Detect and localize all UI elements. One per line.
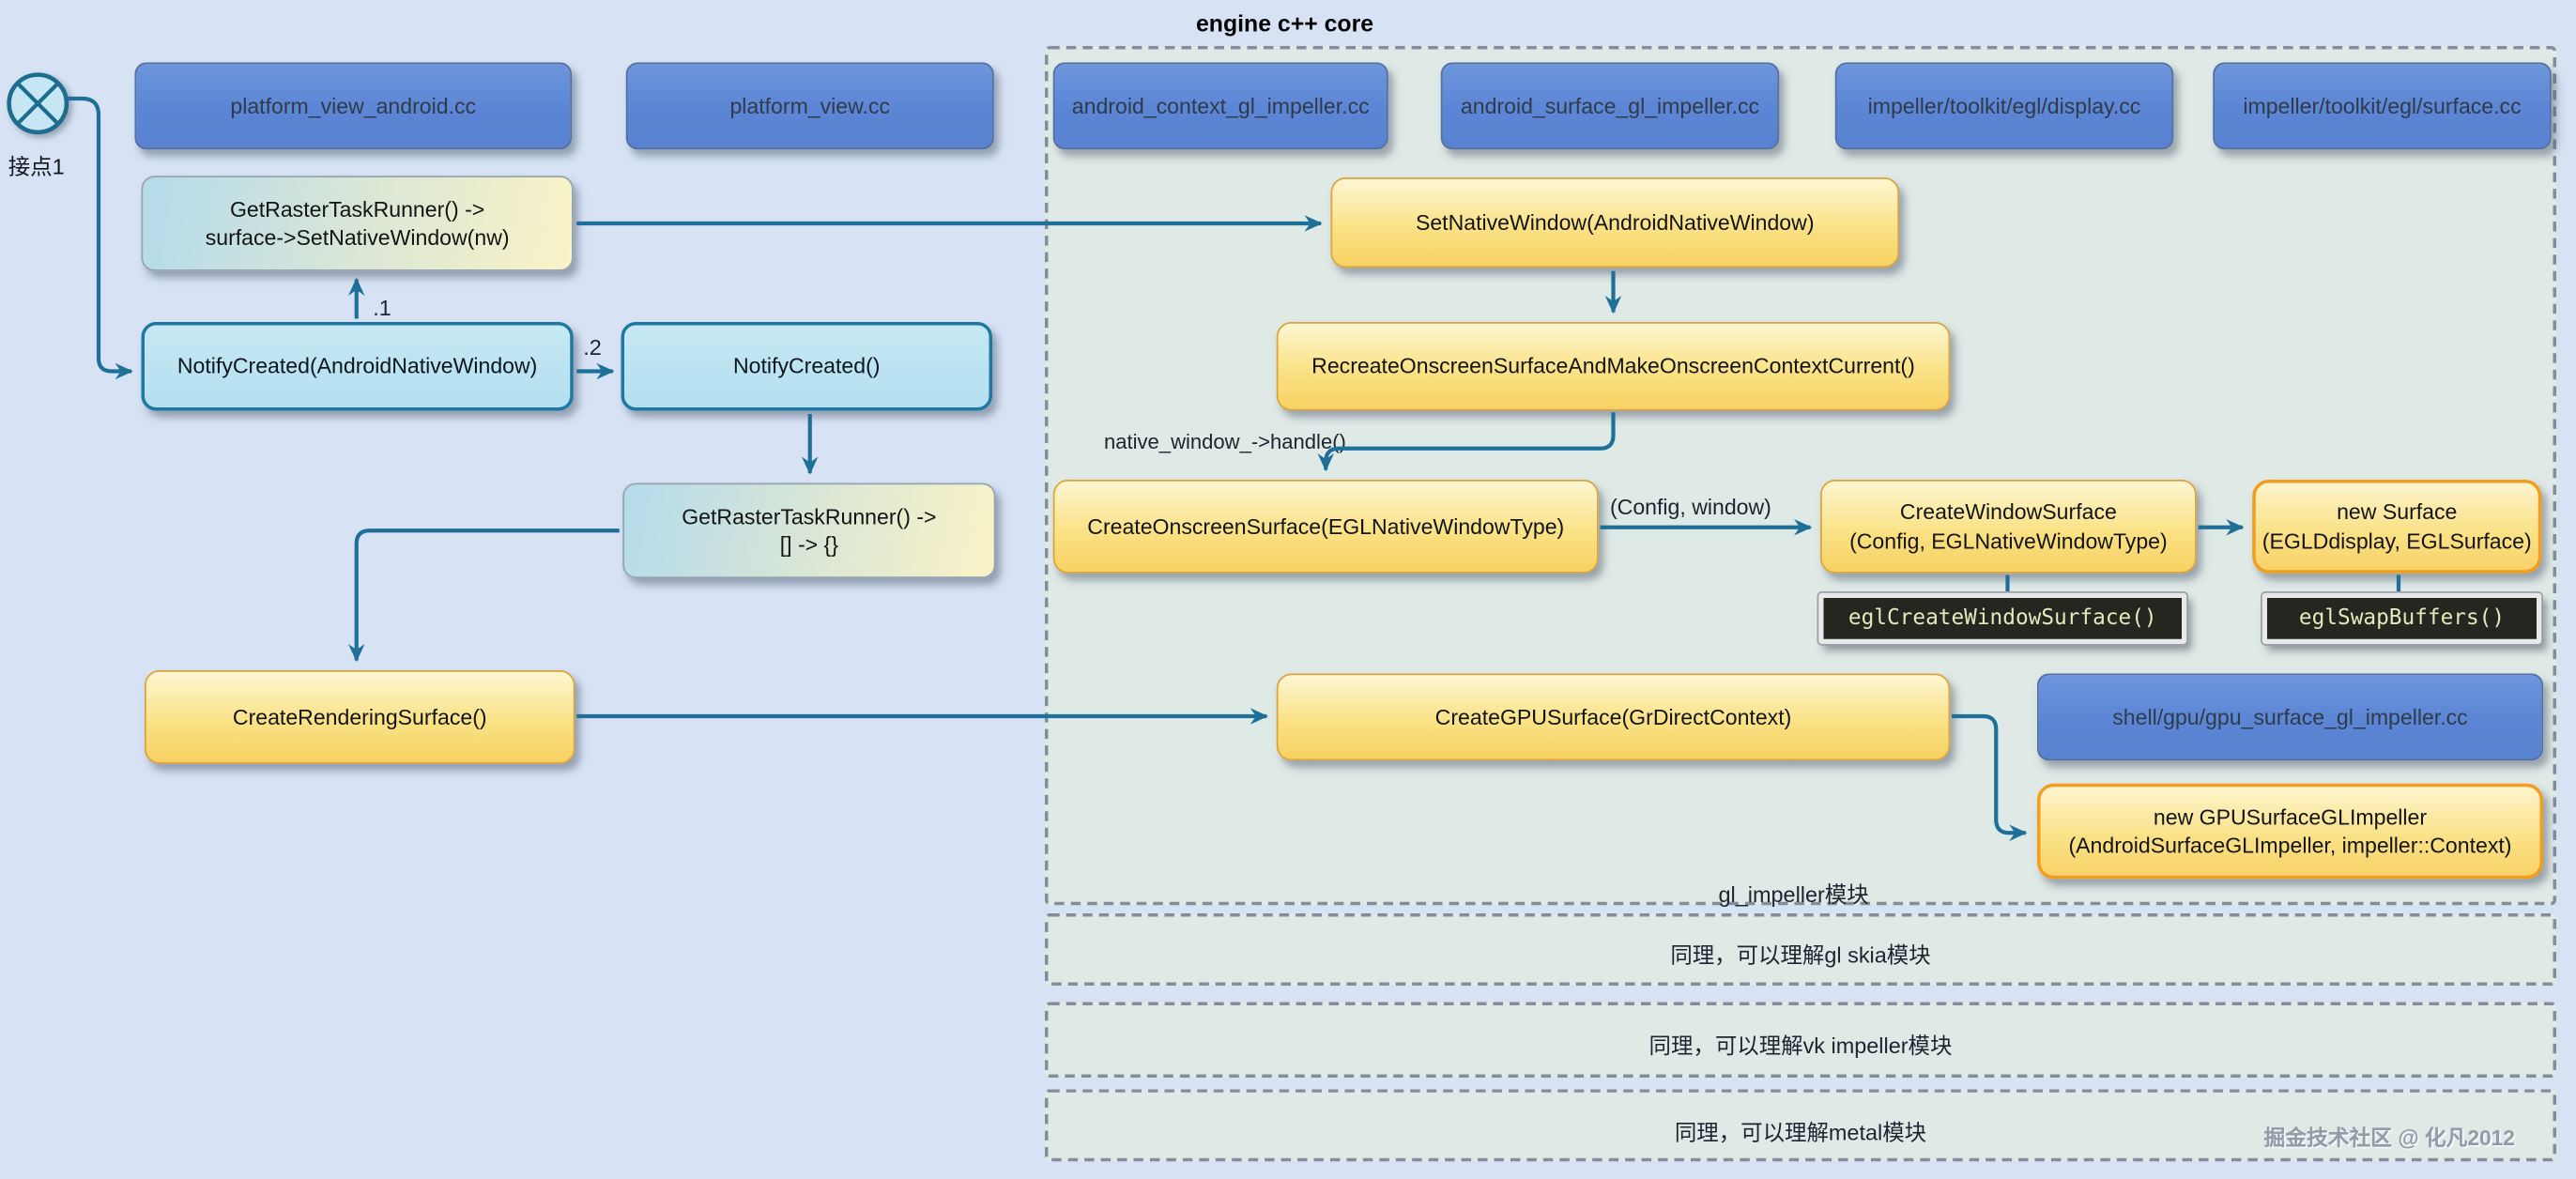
node-platform-view: platform_view.cc	[625, 62, 994, 150]
node-create-onscreen-surface: CreateOnscreenSurface(EGLNativeWindowTyp…	[1052, 480, 1599, 574]
node-create-window-surface: CreateWindowSurface (Config, EGLNativeWi…	[1820, 480, 2197, 574]
node-get-raster-empty: GetRasterTaskRunner() -> [] -> {}	[622, 482, 996, 578]
node-create-rendering-surface: CreateRenderingSurface()	[145, 670, 575, 764]
node-egl-surface: impeller/toolkit/egl/surface.cc	[2213, 62, 2552, 150]
node-create-gpu-surface: CreateGPUSurface(GrDirectContext)	[1276, 673, 1951, 761]
node-new-gpu-surface-gl-impeller: new GPUSurfaceGLImpeller (AndroidSurface…	[2037, 783, 2543, 880]
section-gl-skia	[1045, 913, 2556, 986]
junction-label: 接点1	[8, 154, 65, 179]
section-vk-impeller-label: 同理，可以理解vk impeller模块	[1648, 1033, 1953, 1058]
node-android-context-gl-impeller: android_context_gl_impeller.cc	[1052, 62, 1388, 150]
edge-label-step1: .1	[373, 296, 391, 321]
node-platform-view-android: platform_view_android.cc	[134, 62, 572, 150]
node-egl-create-window-surface: eglCreateWindowSurface()	[1817, 591, 2188, 646]
node-android-surface-gl-impeller: android_surface_gl_impeller.cc	[1440, 62, 1780, 150]
edge-label-config-window: (Config, window)	[1610, 494, 1771, 519]
engine-core-title: engine c++ core	[1196, 11, 1374, 38]
junction-icon	[7, 72, 69, 135]
edge-get-raster-empty-to-create-rendering	[348, 528, 620, 663]
engine-core-region	[1045, 46, 2556, 906]
node-egl-swap-buffers: eglSwapBuffers()	[2261, 591, 2543, 646]
edge-label-native-handle: native_window_->handle()	[1104, 430, 1346, 454]
edge-label-gl-impeller-module: gl_impeller模块	[1718, 881, 1869, 907]
node-notify-created: NotifyCreated()	[621, 322, 992, 411]
node-egl-display: impeller/toolkit/egl/display.cc	[1834, 62, 2174, 150]
section-vk-impeller	[1045, 1002, 2556, 1078]
section-metal-label: 同理，可以理解metal模块	[1674, 1120, 1927, 1145]
node-gpu-surface-gl-impeller-cc: shell/gpu/gpu_surface_gl_impeller.cc	[2037, 673, 2543, 761]
node-get-raster-set-native: GetRasterTaskRunner() -> surface->SetNat…	[141, 176, 574, 271]
node-new-surface: new Surface (EGLDdisplay, EGLSurface)	[2252, 480, 2542, 574]
node-notify-created-arg: NotifyCreated(AndroidNativeWindow)	[141, 322, 574, 411]
node-recreate-onscreen: RecreateOnscreenSurfaceAndMakeOnscreenCo…	[1276, 322, 1951, 411]
node-set-native-window: SetNativeWindow(AndroidNativeWindow)	[1330, 177, 1899, 268]
watermark: 掘金技术社区 @ 化凡2012	[2263, 1125, 2515, 1150]
section-gl-skia-label: 同理，可以理解gl skia模块	[1670, 942, 1931, 968]
edge-label-step2: .2	[583, 335, 602, 360]
section-metal	[1045, 1089, 2556, 1162]
edge-junction-to-notify-created-arg	[66, 96, 133, 380]
